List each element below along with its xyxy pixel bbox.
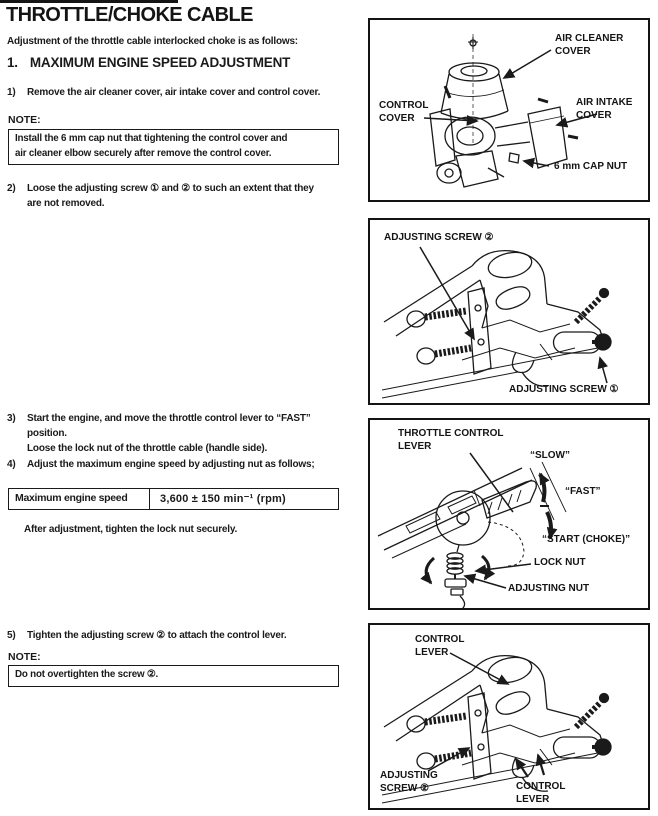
- adjusting-screw-2-label: ADJUSTING SCREW ②: [384, 232, 494, 243]
- figure-control-lever: CONTROL LEVER ADJUSTING SCREW ② CONTROL …: [368, 623, 650, 810]
- adjusting-nut-label: ADJUSTING NUT: [508, 583, 590, 594]
- step-number: 2): [7, 183, 16, 194]
- throttle-control-lever-label: THROTTLE CONTROL LEVER: [398, 428, 504, 452]
- heading-rule: [0, 0, 178, 3]
- carburetor-illustration: [423, 34, 598, 188]
- section-number: 1.: [7, 55, 18, 70]
- lock-nut-label: LOCK NUT: [534, 557, 586, 568]
- note-label: NOTE:: [8, 651, 41, 663]
- control-lever-top-label: CONTROL LEVER: [415, 634, 465, 658]
- note-label: NOTE:: [8, 114, 41, 126]
- step-number: 1): [7, 87, 16, 98]
- adjusting-screw-1-label: ADJUSTING SCREW ①: [509, 384, 619, 395]
- fast-label: “FAST”: [565, 486, 601, 497]
- control-lever-bottom-label: CONTROL LEVER: [516, 781, 566, 805]
- section-title: MAXIMUM ENGINE SPEED ADJUSTMENT: [29, 55, 291, 70]
- air-cleaner-cover-label: AIR CLEANER COVER: [555, 33, 624, 57]
- control-lever-illustration: [381, 652, 612, 804]
- step-2: 2) Loose the adjusting screw ① and ② to …: [7, 181, 314, 211]
- step-3: 3) Start the engine, and move the thrott…: [7, 411, 311, 456]
- slow-label: “SLOW”: [530, 450, 570, 461]
- figure-carburetor-covers: AIR CLEANER COVER CONTROL COVER AIR INTA…: [368, 18, 650, 202]
- control-cover-label: CONTROL COVER: [379, 100, 429, 124]
- page-title: THROTTLE/CHOKE CABLE: [6, 4, 253, 26]
- figure-throttle-lever-positions: THROTTLE CONTROL LEVER “SLOW” “FAST” “ST…: [368, 418, 650, 610]
- start-choke-label: “START (CHOKE)”: [542, 534, 631, 545]
- step-text: Adjust the maximum engine speed by adjus…: [27, 459, 315, 470]
- spec-label: Maximum engine speed: [9, 489, 150, 509]
- leader-lines: [419, 246, 608, 384]
- after-note: After adjustment, tighten the lock nut s…: [24, 524, 238, 535]
- step-4: 4) Adjust the maximum engine speed by ad…: [7, 457, 315, 472]
- step-1: 1) Remove the air cleaner cover, air int…: [7, 85, 320, 100]
- step-5: 5) Tighten the adjusting screw ② to atta…: [7, 628, 287, 643]
- leader-lines: [427, 652, 547, 778]
- spec-table: Maximum engine speed 3,600 ± 150 min⁻¹ (…: [8, 488, 339, 510]
- step-text: Start the engine, and move the throttle …: [27, 413, 311, 454]
- motion-arrows: [420, 472, 558, 585]
- step-number: 3): [7, 413, 16, 424]
- leader-lines: [463, 452, 532, 589]
- bracket-illustration: [381, 246, 612, 399]
- leader-lines: [423, 49, 598, 169]
- air-intake-cover-label: AIR INTAKE COVER: [576, 97, 633, 121]
- note-box: Do not overtighten the screw ②.: [8, 665, 339, 687]
- cap-nut-label: 6 mm CAP NUT: [554, 161, 628, 172]
- spec-value: 3,600 ± 150 min⁻¹ (rpm): [160, 493, 286, 505]
- step-text: Remove the air cleaner cover, air intake…: [27, 87, 321, 98]
- intro-text: Adjustment of the throttle cable interlo…: [7, 36, 298, 47]
- step-number: 4): [7, 459, 16, 470]
- step-text: Loose the adjusting screw ① and ② to suc…: [27, 183, 314, 209]
- step-number: 5): [7, 630, 16, 641]
- adjusting-screw-2-label: ADJUSTING SCREW ②: [380, 770, 438, 794]
- step-text: Tighten the adjusting screw ② to attach …: [27, 630, 287, 641]
- throttle-lever-illustration: [377, 452, 567, 608]
- figure-adjusting-screws: ADJUSTING SCREW ② ADJUSTING SCREW ①: [368, 218, 650, 405]
- section-heading: 1. MAXIMUM ENGINE SPEED ADJUSTMENT: [7, 55, 290, 70]
- note-box: Install the 6 mm cap nut that tightening…: [8, 129, 339, 165]
